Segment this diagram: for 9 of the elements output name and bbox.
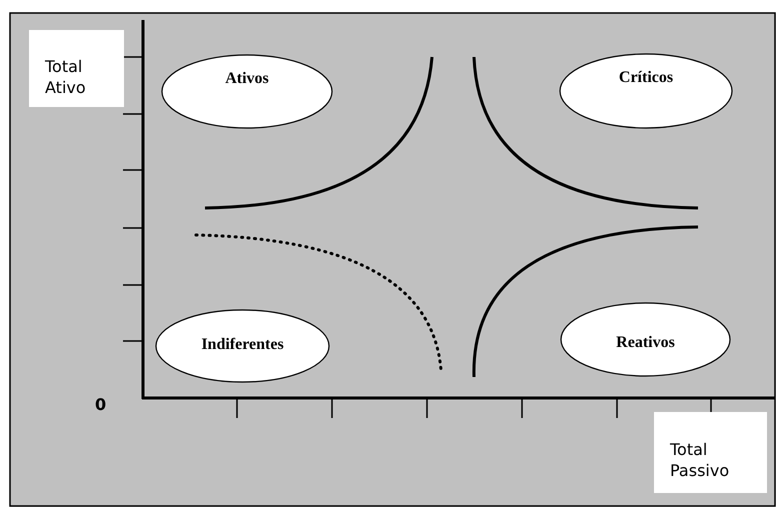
category-label: Ativos (225, 70, 269, 89)
category-label: Críticos (618, 69, 674, 88)
origin-label: 0 (95, 395, 106, 414)
axis-title: Total Ativo (45, 56, 87, 98)
axis-title: Total Passivo (670, 438, 730, 480)
axis-label-box (29, 30, 124, 107)
category-label: Indiferentes (201, 336, 284, 355)
axis-label-box (654, 412, 767, 493)
category-label: Reativos (616, 334, 675, 353)
